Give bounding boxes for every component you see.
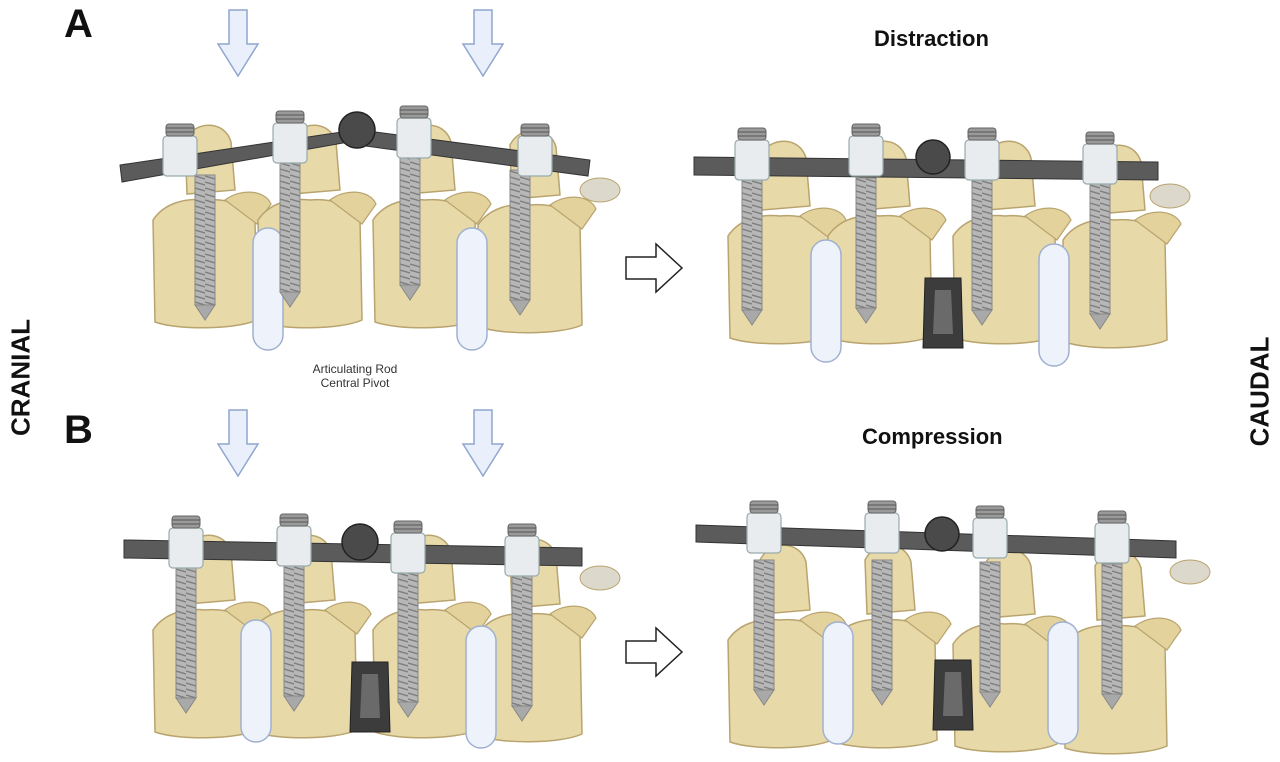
force-arrow-icon (462, 409, 504, 477)
force-arrow-icon (462, 9, 504, 77)
disc (465, 625, 497, 749)
pivot-joint (915, 139, 951, 175)
pivot-joint (338, 111, 376, 149)
pivot-annotation: Articulating Rod Central Pivot (290, 362, 420, 390)
compression-title: Compression (862, 424, 1003, 449)
transition-arrow-icon (625, 243, 683, 293)
interbody-cage (349, 661, 391, 733)
force-arrow-icon (217, 9, 259, 77)
panel-a-before (119, 9, 621, 351)
transition-arrow-icon (625, 627, 683, 677)
force-arrow-icon (217, 409, 259, 477)
disc (240, 619, 272, 743)
panel-a-after (693, 123, 1191, 367)
disc (252, 227, 284, 351)
interbody-cage (922, 277, 964, 349)
disc (822, 621, 854, 745)
panel-a-label: A (64, 2, 93, 46)
distraction-title: Distraction (874, 26, 989, 51)
panel-b-before (123, 409, 621, 749)
pivot-joint (924, 516, 960, 552)
pivot-annotation-line1: Articulating Rod (312, 362, 398, 376)
pivot-joint (341, 523, 379, 561)
pivot-annotation-line2: Central Pivot (320, 376, 390, 390)
panel-b-label: B (64, 408, 93, 452)
disc (1038, 243, 1070, 367)
disc (1047, 621, 1079, 745)
panel-b-after (695, 500, 1211, 755)
disc (456, 227, 488, 351)
interbody-cage (932, 659, 974, 731)
disc (810, 239, 842, 363)
